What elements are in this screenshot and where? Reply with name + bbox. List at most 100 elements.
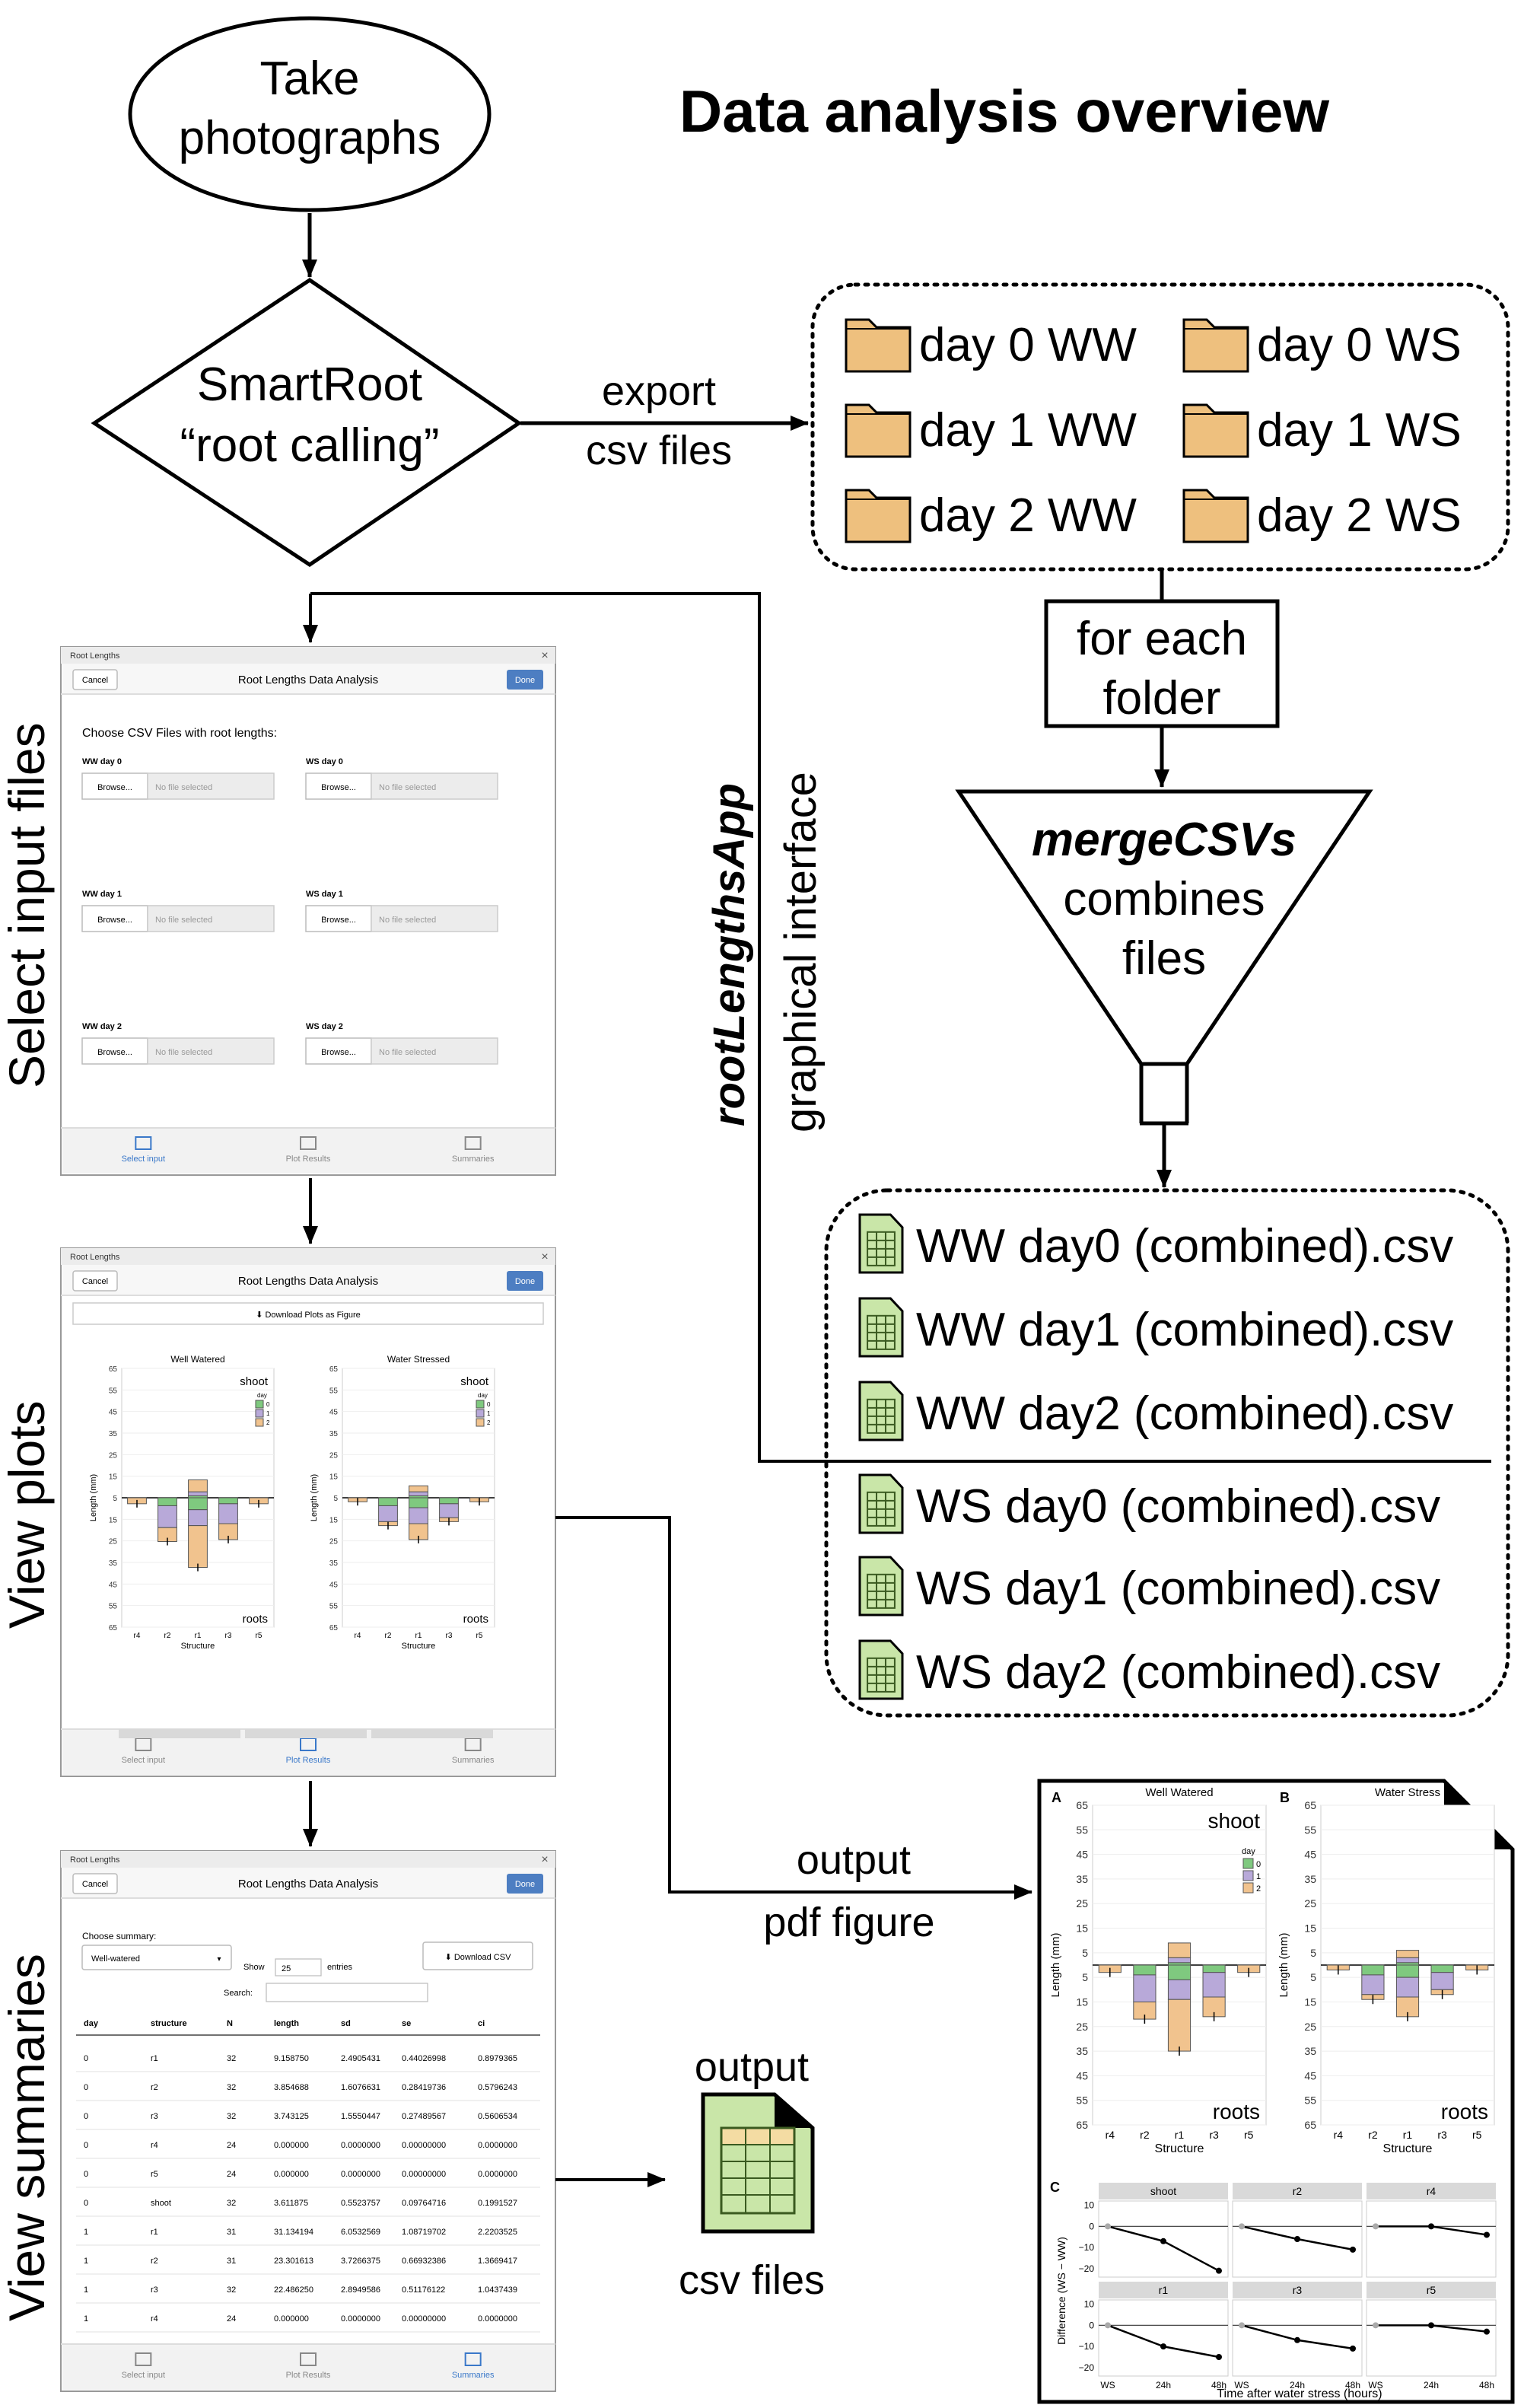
cancel-button[interactable] <box>72 1873 118 1894</box>
done-button[interactable] <box>507 1271 543 1291</box>
table-cell: 0.44026998 <box>402 2054 446 2063</box>
roots-label: roots <box>463 1613 488 1626</box>
browse-button[interactable] <box>305 905 372 932</box>
y-tick-label: 15 <box>1076 1996 1088 2008</box>
spreadsheet-sheet <box>858 1556 904 1616</box>
table-cell: 0.5523757 <box>341 2199 380 2208</box>
done-button[interactable] <box>507 670 543 690</box>
shoot-bar-segment <box>409 1491 428 1496</box>
y-tick-label: 15 <box>109 1516 118 1524</box>
foreach-box <box>1044 599 1280 728</box>
download-csv-button[interactable] <box>422 1941 533 1970</box>
table-cell: 3.611875 <box>274 2199 308 2208</box>
spreadsheet-icon <box>858 1213 904 1274</box>
table-cell: 2.2203525 <box>478 2228 517 2237</box>
file-input[interactable] <box>147 1037 275 1065</box>
folder-icon <box>845 318 912 373</box>
y-tick-label: 35 <box>1304 2045 1316 2057</box>
browse-button[interactable] <box>81 772 148 800</box>
legend-swatch <box>255 1418 264 1427</box>
root-bar-segment <box>1133 1964 1157 1976</box>
decision-node-line1: SmartRoot <box>197 358 422 411</box>
table-cell: 1 <box>84 2314 88 2324</box>
y-tick-label: 45 <box>109 1581 118 1589</box>
difference-point <box>1160 2343 1166 2350</box>
table-cell: 6.0532569 <box>341 2228 380 2237</box>
roots-label: roots <box>243 1613 268 1626</box>
legend-title: day <box>1242 1847 1255 1856</box>
combined-file-item: WW day1 (combined).csv <box>858 1297 1453 1358</box>
browse-button[interactable] <box>81 1037 148 1065</box>
cancel-button[interactable] <box>72 669 118 690</box>
file-input[interactable] <box>147 905 275 932</box>
shoot-bar-segment <box>409 1485 428 1492</box>
y-tick-label: 25 <box>329 1538 339 1546</box>
combined-file-item: WS day2 (combined).csv <box>858 1639 1440 1700</box>
tab-sliders[interactable]: Select input <box>122 2352 165 2380</box>
table-cell: 0.000000 <box>274 2170 309 2179</box>
close-icon[interactable]: × <box>541 649 548 662</box>
folder-label: day 2 WW <box>919 489 1137 542</box>
summary-select[interactable] <box>81 1945 232 1970</box>
window-title: Root Lengths <box>70 1253 120 1262</box>
browse-button[interactable] <box>305 1037 372 1065</box>
c-y-axis-label: Difference (WS − WW) <box>1055 2237 1067 2345</box>
app-name: rootLengthsApp <box>705 783 754 1126</box>
tab-table[interactable]: Summaries <box>452 1136 495 1164</box>
legend-swatch <box>1242 1858 1254 1869</box>
y-tick-label: 5 <box>1310 1947 1316 1959</box>
table-cell: 0.27489567 <box>402 2112 446 2121</box>
app-header-bar <box>62 1868 554 1898</box>
tab-sliders[interactable]: Select input <box>122 1136 165 1164</box>
decision-node <box>91 277 523 568</box>
y-tick-label: 55 <box>1076 1824 1088 1836</box>
browse-button[interactable] <box>81 905 148 932</box>
close-icon[interactable]: × <box>541 1250 548 1263</box>
facet-strip <box>1099 2282 1228 2298</box>
download-plots-button[interactable] <box>72 1302 544 1325</box>
tab-table[interactable]: Summaries <box>452 2352 495 2380</box>
y-tick-label: 15 <box>1304 1996 1316 2008</box>
file-input[interactable] <box>371 772 498 800</box>
no-file-text: No file selected <box>379 916 436 925</box>
spreadsheet-icon <box>858 1381 904 1441</box>
no-file-text: No file selected <box>155 1048 212 1057</box>
done-button[interactable] <box>507 1874 543 1894</box>
entries-select[interactable] <box>275 1958 322 1976</box>
tab-bar-chart[interactable]: Plot Results <box>286 1136 331 1164</box>
file-input[interactable] <box>371 1037 498 1065</box>
done-label: Done <box>515 1277 535 1286</box>
output-pdf-line2: pdf figure <box>763 1900 934 1945</box>
legend-label: 1 <box>487 1410 491 1417</box>
table-cell: 3.854688 <box>274 2083 309 2092</box>
tab-label: Select input <box>122 1756 165 1765</box>
difference-point <box>1428 2223 1434 2230</box>
legend-label: 2 <box>266 1419 270 1426</box>
column-header: length <box>274 2019 299 2028</box>
root-bar-segment <box>188 1497 208 1511</box>
y-tick-label: 65 <box>109 1624 118 1632</box>
x-tick-label: r3 <box>225 1632 232 1640</box>
funnel-desc-line1: combines <box>1063 873 1265 925</box>
table-cell: 0 <box>84 2170 88 2179</box>
foreach-line1: for each <box>1077 613 1247 665</box>
table-cell: 22.486250 <box>274 2285 313 2295</box>
shoot-bar-segment <box>188 1491 208 1496</box>
done-label: Done <box>515 1880 535 1889</box>
table-cell: 31 <box>227 2257 236 2266</box>
y-tick-label: 35 <box>109 1430 118 1438</box>
search-input[interactable] <box>266 1983 428 2002</box>
file-input[interactable] <box>371 905 498 932</box>
close-icon[interactable]: × <box>541 1853 548 1866</box>
root-bar-segment <box>1361 1964 1385 1976</box>
facet-label: r2 <box>1293 2185 1303 2197</box>
cancel-button[interactable] <box>72 1270 118 1292</box>
legend-swatch <box>476 1400 485 1409</box>
table-cell: 0.5796243 <box>478 2083 517 2092</box>
browse-button[interactable] <box>305 772 372 800</box>
y-tick-label: 65 <box>329 1624 339 1632</box>
app-connector <box>310 592 845 1463</box>
file-input[interactable] <box>147 772 275 800</box>
facet-tab <box>119 1729 240 1738</box>
tab-bar-chart[interactable]: Plot Results <box>286 2352 331 2380</box>
